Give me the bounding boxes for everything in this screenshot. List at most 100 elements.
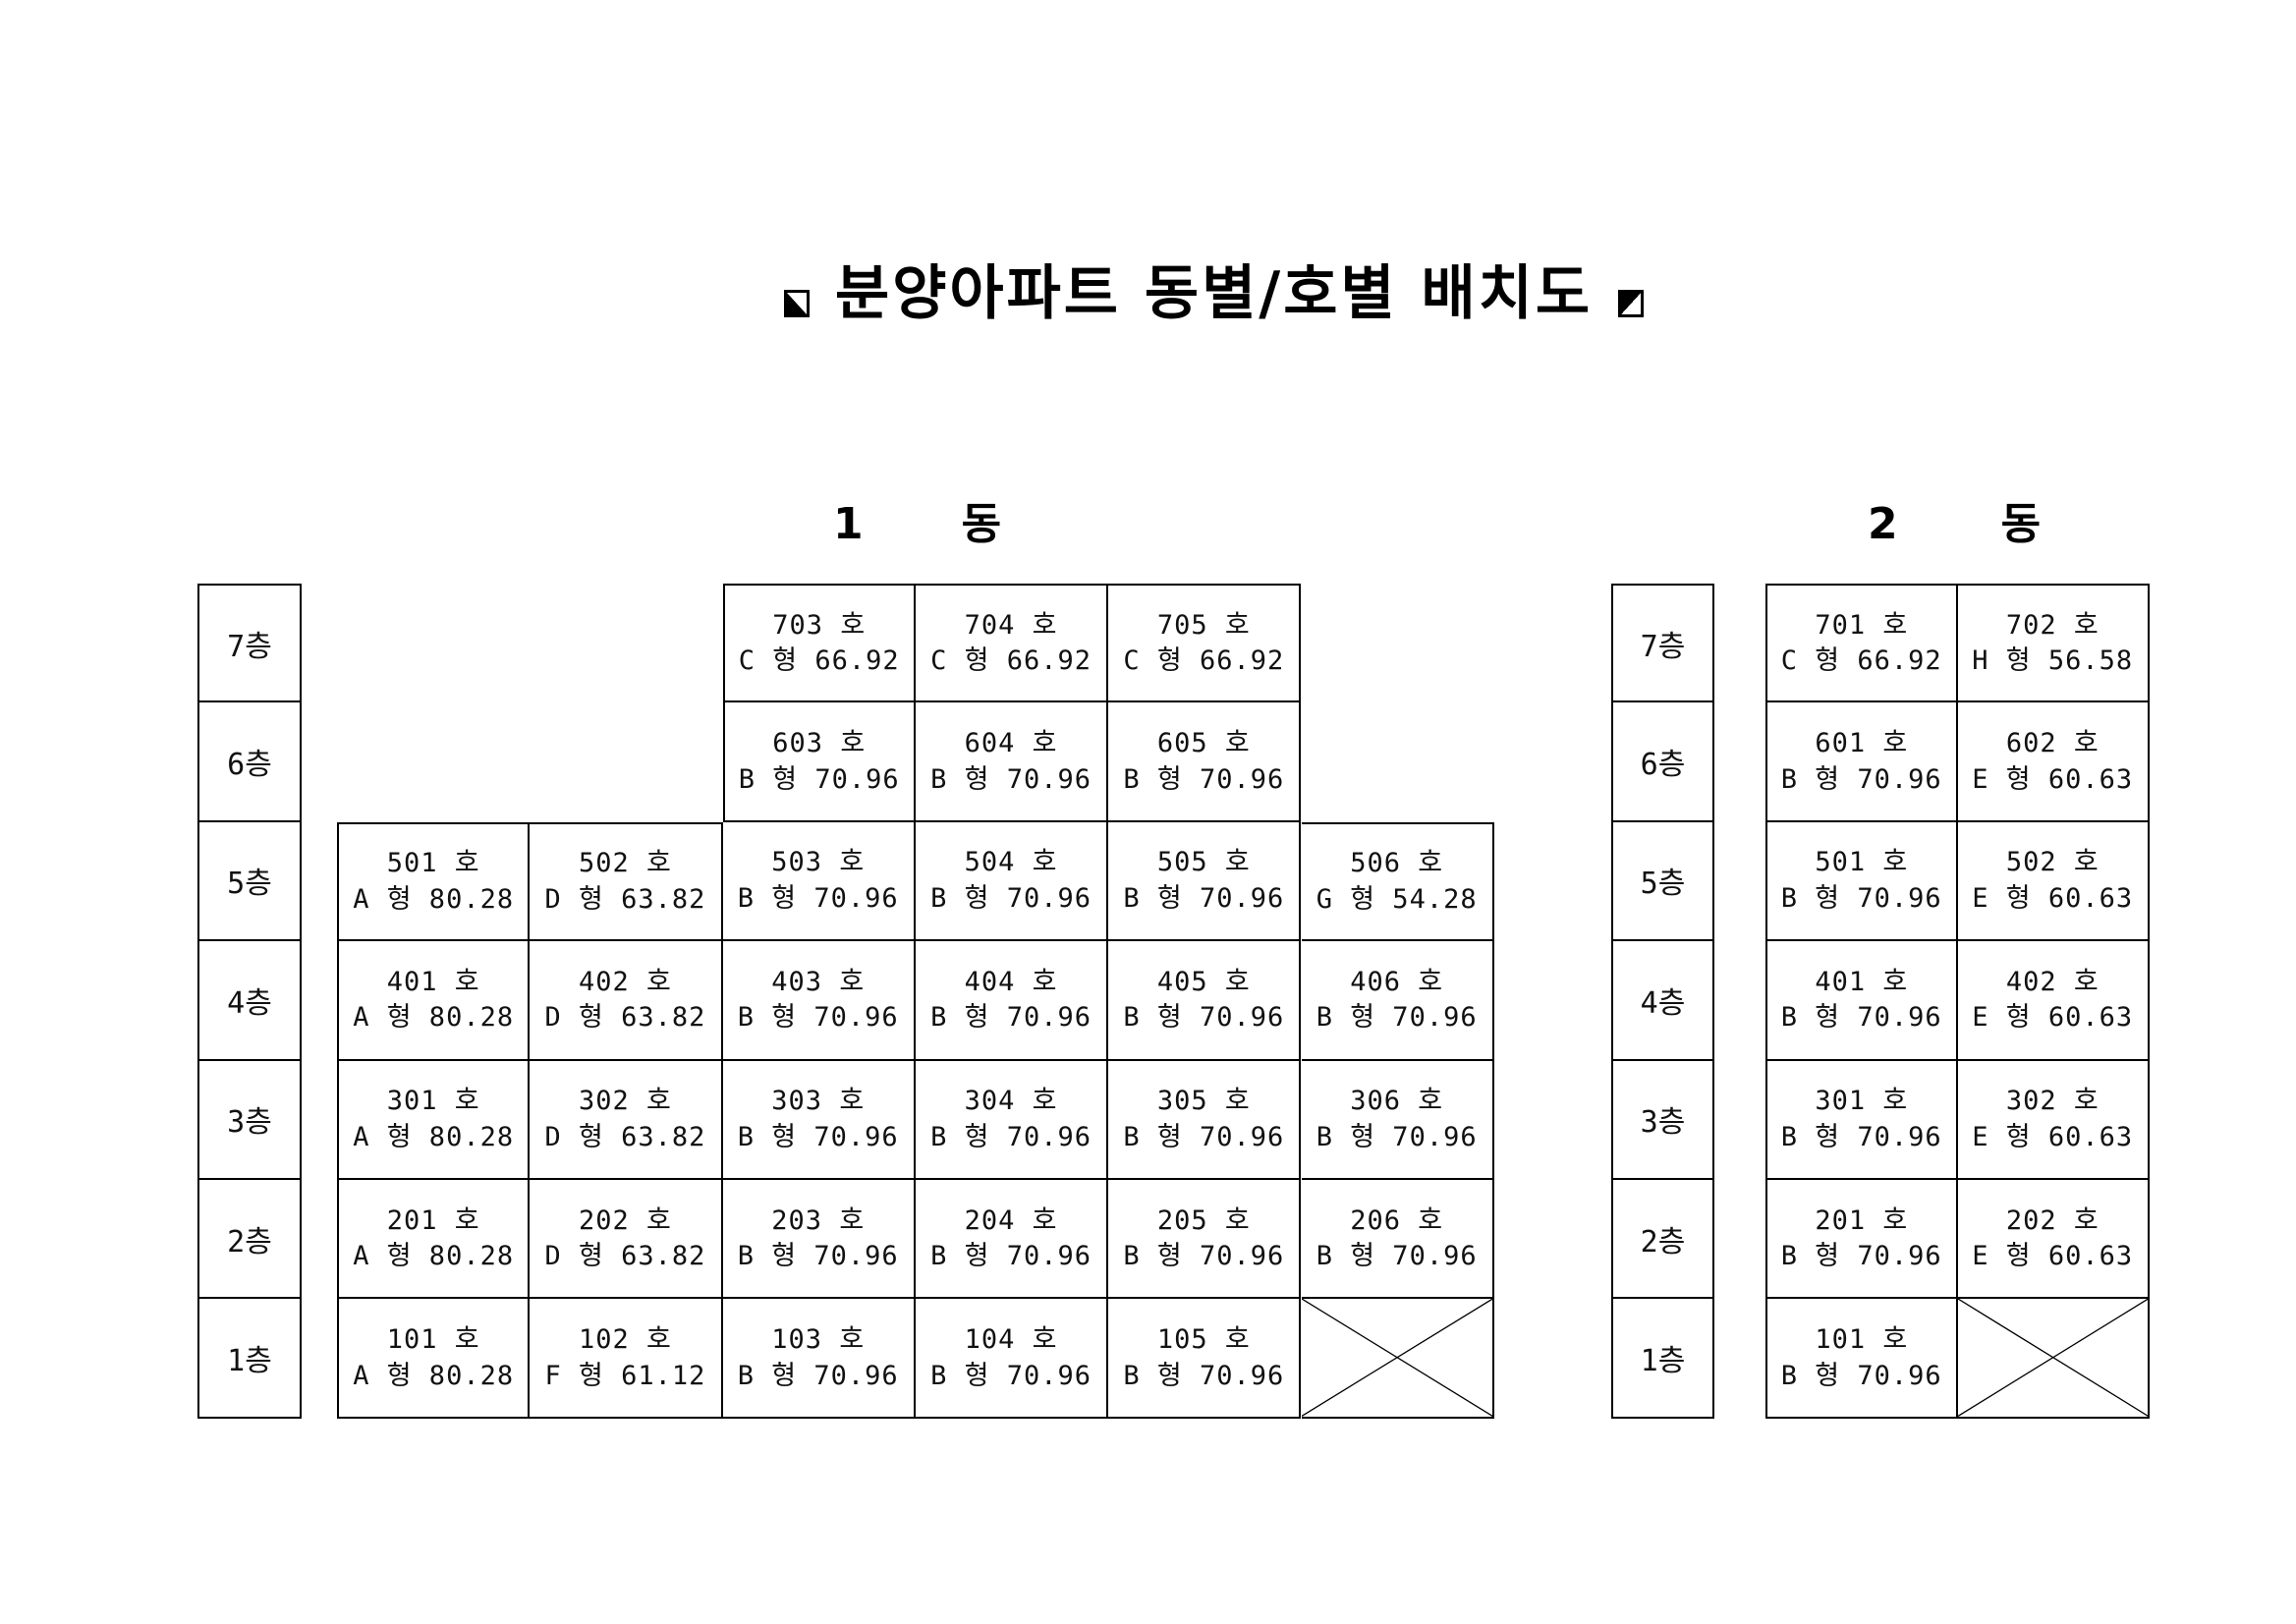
building-1-header: 1 동 (833, 503, 1001, 546)
unit-number: 501 호 (386, 848, 480, 879)
unit-type-area: D 형 63.82 (544, 1241, 706, 1272)
unit-number: 203 호 (771, 1204, 866, 1236)
unit-type-area: B 형 70.96 (1316, 1002, 1478, 1034)
unit-type-area: E 형 60.63 (1972, 882, 2134, 914)
unit-number: 306 호 (1350, 1086, 1444, 1117)
unit-type-area: B 형 70.96 (1780, 763, 1942, 795)
building-2-crossed-out-cell (1957, 1299, 2150, 1419)
floor-label-text: 5층 (227, 867, 272, 902)
unit-number: 305 호 (1156, 1086, 1251, 1117)
unit-type-area: D 형 63.82 (544, 883, 706, 915)
floor-label-text: 4층 (1640, 985, 1686, 1021)
floor-label-text: 3층 (227, 1105, 272, 1141)
building-2-unit-cell-601: 601 호 B 형 70.96 (1765, 702, 1958, 822)
unit-number: 102 호 (579, 1323, 672, 1355)
unit-number: 702 호 (2005, 609, 2100, 641)
unit-type-area: B 형 70.96 (1123, 1121, 1285, 1152)
building-1-crossed-out-cell (1301, 1299, 1494, 1419)
unit-type-area: B 형 70.96 (738, 763, 900, 795)
unit-type-area: B 형 70.96 (1780, 1241, 1942, 1272)
unit-type-area: B 형 70.96 (737, 1241, 899, 1272)
floor-label-text: 4층 (227, 985, 272, 1021)
unit-number: 104 호 (964, 1323, 1058, 1355)
building-2-word: 동 (2000, 499, 2042, 549)
unit-type-area: H 형 56.58 (1972, 645, 2134, 677)
unit-number: 502 호 (2005, 847, 2100, 878)
unit-number: 402 호 (579, 966, 672, 997)
building-1-floor-label-1: 1층 (197, 1299, 302, 1419)
unit-number: 604 호 (964, 727, 1058, 758)
unit-number: 403 호 (771, 966, 866, 997)
unit-type-area: B 형 70.96 (1123, 763, 1285, 795)
floor-label-text: 2층 (1640, 1224, 1686, 1260)
building-1-unit-cell-104: 104 호 B 형 70.96 (915, 1299, 1109, 1419)
unit-number: 703 호 (772, 609, 867, 641)
unit-number: 705 호 (1156, 609, 1251, 641)
floor-label-text: 1층 (227, 1344, 272, 1379)
unit-type-area: A 형 80.28 (353, 1241, 515, 1272)
unit-type-area: B 형 70.96 (1780, 1002, 1942, 1034)
unit-type-area: B 형 70.96 (930, 763, 1092, 795)
x-mark-icon (1958, 1299, 2149, 1416)
unit-number: 401 호 (386, 966, 480, 997)
building-2-floor-label-1: 1층 (1611, 1299, 1714, 1419)
unit-number: 301 호 (1815, 1086, 1909, 1117)
unit-type-area: B 형 70.96 (1780, 1121, 1942, 1152)
unit-number: 201 호 (1815, 1204, 1909, 1236)
building-1-floor-label-5: 5층 (197, 821, 302, 942)
unit-number: 202 호 (579, 1204, 672, 1236)
unit-number: 602 호 (2005, 727, 2100, 758)
unit-type-area: B 형 70.96 (1123, 1241, 1285, 1272)
unit-number: 704 호 (964, 609, 1058, 641)
floor-label-text: 7층 (1640, 629, 1686, 664)
unit-type-area: A 형 80.28 (353, 1121, 515, 1152)
square-lower-left-filled-icon (784, 290, 810, 317)
unit-type-area: B 형 70.96 (737, 1360, 899, 1391)
unit-type-area: B 형 70.96 (1316, 1121, 1478, 1152)
unit-number: 701 호 (1815, 609, 1909, 641)
unit-type-area: B 형 70.96 (737, 1121, 899, 1152)
building-1-unit-cell-306: 306 호 B 형 70.96 (1301, 1060, 1494, 1180)
unit-number: 503 호 (771, 847, 866, 878)
square-upper-left-filled-icon (1618, 290, 1645, 317)
building-1-number: 1 (833, 499, 864, 549)
unit-number: 504 호 (964, 847, 1058, 878)
unit-number: 103 호 (771, 1323, 866, 1355)
unit-number: 601 호 (1815, 727, 1909, 758)
building-1-floor-label-3: 3층 (197, 1060, 302, 1180)
building-2-floor-label-4: 4층 (1611, 941, 1714, 1061)
unit-type-area: B 형 70.96 (930, 1360, 1092, 1391)
unit-type-area: B 형 70.96 (930, 1121, 1092, 1152)
building-2-unit-cell-702: 702 호 H 형 56.58 (1957, 584, 2150, 703)
unit-type-area: A 형 80.28 (353, 1002, 515, 1034)
unit-number: 401 호 (1815, 966, 1909, 997)
unit-number: 402 호 (2005, 966, 2100, 997)
unit-type-area: B 형 70.96 (930, 1002, 1092, 1034)
floor-label-text: 7층 (227, 629, 272, 664)
building-1-unit-cell-102: 102 호 F 형 61.12 (530, 1299, 723, 1419)
unit-type-area: D 형 63.82 (544, 1121, 706, 1152)
unit-type-area: A 형 80.28 (353, 1360, 515, 1391)
unit-type-area: F 형 61.12 (544, 1360, 706, 1391)
